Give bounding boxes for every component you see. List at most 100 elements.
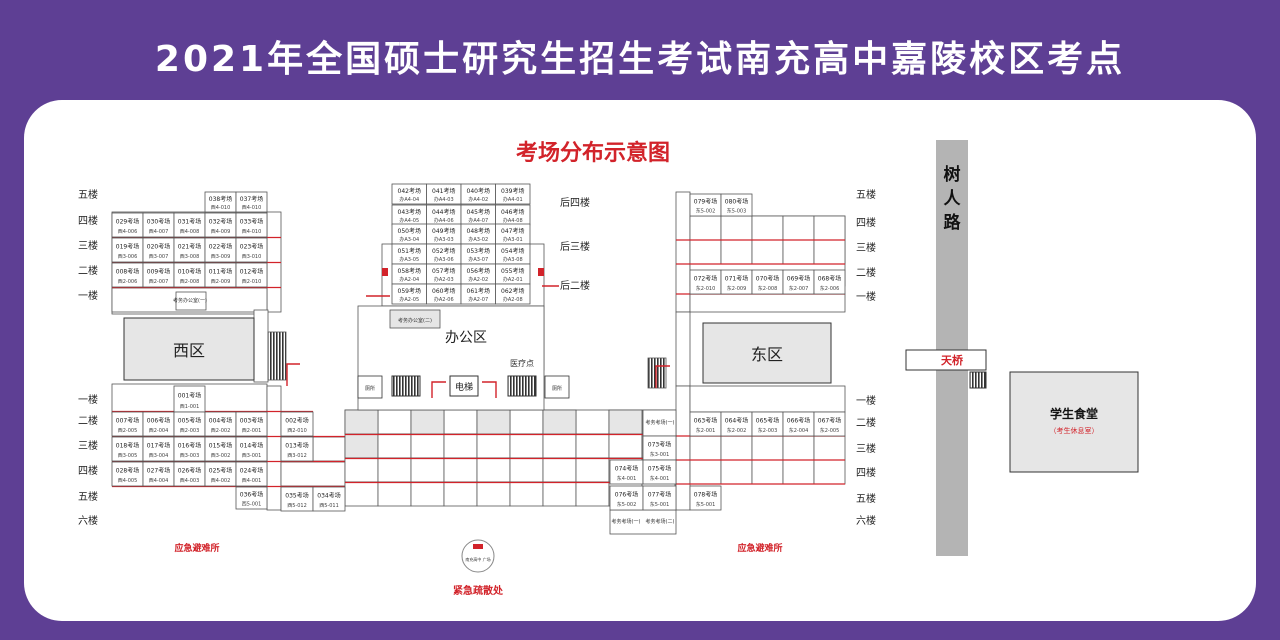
east-b3-4 [813, 435, 846, 461]
room-wb2-0-code: 西2-005 [118, 428, 138, 434]
room-w5-0-code: 西4-010 [211, 205, 231, 211]
room-e2-1-label: 071考场 [725, 275, 748, 283]
east-b3-3 [782, 435, 815, 461]
west-connector [253, 309, 269, 383]
corridor-cell-0-5 [509, 409, 544, 435]
room-w4-2-code: 西4-008 [180, 229, 200, 235]
arrow-office-left [431, 381, 446, 398]
corridor-cell-2-6 [542, 457, 577, 483]
room-e5-1-label: 080考场 [725, 198, 748, 206]
room-o4-1-label: 052考场 [432, 247, 455, 255]
room-w2-0-code: 西2-006 [118, 279, 138, 285]
room-em-2-label: 075考场 [648, 465, 671, 473]
room-w3-3-code: 西3-009 [211, 254, 231, 260]
room-w3-4-code: 西3-010 [242, 254, 262, 260]
room-em-4-cell [642, 485, 677, 511]
corridor-cell-3-2 [410, 481, 445, 507]
room-o3-2-code: 办A3-02 [468, 236, 488, 243]
room-w2-2-code: 西2-008 [180, 279, 200, 285]
room-o6-3-code: 办A2-08 [503, 296, 523, 303]
room-wb2-2-label: 005考场 [178, 417, 201, 425]
room-o6-3-label: 062考场 [501, 287, 524, 295]
floor-office-2: 后二楼 [560, 279, 590, 292]
exam-rooms: 038考场西4-010037考场西4-010029考场西4-006030考场西4… [111, 183, 846, 525]
corridor-cell-3-3 [443, 481, 478, 507]
room-e2-0-cell [689, 269, 722, 295]
room-w2-3-cell [204, 262, 237, 288]
room-e2-3-cell [782, 269, 815, 295]
east-zone-label: 东区 [751, 345, 783, 364]
room-o5-0-label: 058考场 [398, 267, 421, 275]
room-wb3-5-code: 西3-012 [287, 453, 307, 459]
office-zone-label: 办公区 [445, 330, 487, 346]
road-label-2: 人 [944, 189, 962, 209]
room-w3-0-code: 西3-006 [118, 254, 138, 260]
room-eb5-0-label: 078考场 [694, 491, 717, 499]
east-b3-2 [751, 435, 784, 461]
floor-east-top-3: 二楼 [856, 266, 876, 279]
room-o4-0-code: 办A3-05 [399, 256, 419, 263]
west-bottom-filler [312, 436, 346, 462]
room-o1-3-cell [495, 183, 531, 205]
corridor-cell-3-7 [575, 481, 610, 507]
room-w2-0-label: 008考场 [116, 268, 139, 276]
room-w3-0-cell [111, 237, 144, 263]
arrow-west [286, 363, 300, 386]
west-bottom-extra [280, 461, 346, 487]
corridor-cell-3-6 [542, 481, 577, 507]
corridor-cell-2-7 [575, 457, 610, 483]
elevator-label: 电梯 [455, 381, 473, 393]
corridor-cell-3-1 [377, 481, 412, 507]
room-w4-0-code: 西4-006 [118, 229, 138, 235]
bridge-label: 天桥 [941, 353, 964, 367]
corridor-cell-0-3 [443, 409, 478, 435]
room-o3-3-code: 办A3-01 [503, 236, 523, 243]
corridor-cell-2-4 [476, 457, 511, 483]
room-o1-1-code: 办A4-03 [434, 196, 454, 203]
room-eb2-1-label: 064考场 [725, 417, 748, 425]
floor-east-top-4: 一楼 [856, 290, 876, 303]
corridor-shade-0 [344, 409, 379, 435]
room-w4-3-code: 西4-009 [211, 229, 231, 235]
room-e2-3-label: 069考场 [787, 275, 810, 283]
east-b4-0 [689, 459, 722, 485]
room-wb2-0-cell [111, 411, 144, 437]
room-em-1-code: 东4-001 [617, 475, 637, 482]
corridor-cell-3-5 [509, 481, 544, 507]
room-o5-3-code: 办A2-01 [503, 276, 523, 283]
west-stair-box [267, 331, 287, 381]
room-eb5-0-cell [689, 485, 722, 511]
corridor-cell-2-1 [377, 457, 412, 483]
east-bottom-ground [689, 385, 846, 413]
room-wb3-2-code: 西3-003 [180, 453, 200, 459]
room-o1-0-label: 042考场 [398, 187, 421, 195]
room-wb3-3-code: 西3-002 [211, 453, 231, 459]
east-r3-2 [751, 239, 784, 265]
